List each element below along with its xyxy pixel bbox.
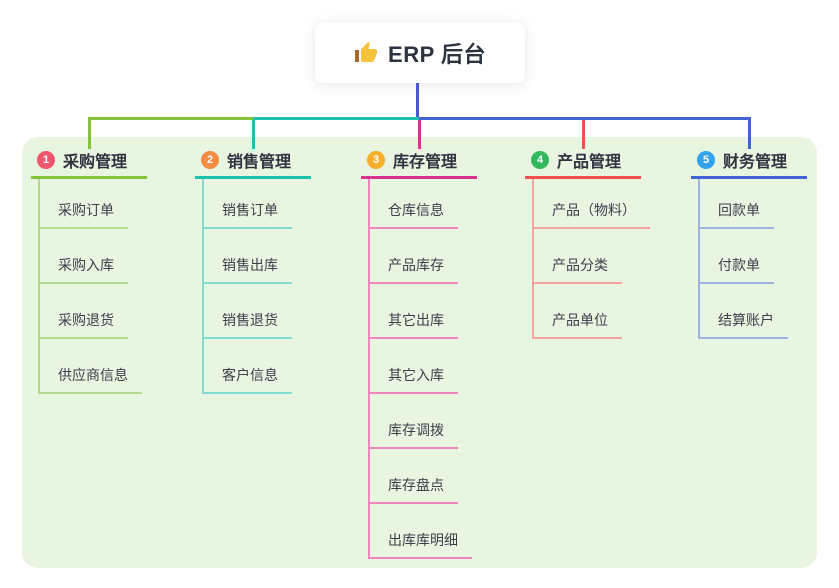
child-node-purchase-2[interactable]: 采购退货 <box>40 284 128 339</box>
child-node-purchase-1[interactable]: 采购入库 <box>40 229 128 284</box>
child-node-inventory-3[interactable]: 其它入库 <box>370 339 458 394</box>
child-node-purchase-0[interactable]: 采购订单 <box>40 179 128 229</box>
branch-label-finance: 财务管理 <box>723 154 788 171</box>
drop-line-finance <box>747 118 751 149</box>
bus-segment-mid <box>253 117 419 120</box>
drop-line-product <box>581 118 585 149</box>
branch-badge-finance: 5 <box>697 151 715 169</box>
child-node-inventory-0[interactable]: 仓库信息 <box>370 179 458 229</box>
branch-children-inventory: 仓库信息产品库存其它出库其它入库库存调拨库存盘点出库库明细 <box>368 179 472 559</box>
branch-badge-sales: 2 <box>201 151 219 169</box>
drop-line-sales <box>251 118 255 149</box>
root-connector-line <box>416 83 419 120</box>
branch-label-product: 产品管理 <box>557 154 622 171</box>
branch-label-purchase: 采购管理 <box>63 154 128 171</box>
branch-children-product: 产品（物料）产品分类产品单位 <box>532 179 650 339</box>
branch-badge-purchase: 1 <box>37 151 55 169</box>
child-node-inventory-5[interactable]: 库存盘点 <box>370 449 458 504</box>
branch-children-finance: 回款单付款单结算账户 <box>698 179 788 339</box>
root-node[interactable]: ERP 后台 <box>315 23 525 83</box>
branch-node-purchase[interactable]: 1 采购管理 <box>31 144 147 179</box>
branch-badge-product: 4 <box>531 151 549 169</box>
branch-node-finance[interactable]: 5 财务管理 <box>691 144 807 179</box>
drop-line-inventory <box>417 118 421 149</box>
child-node-sales-0[interactable]: 销售订单 <box>204 179 292 229</box>
child-node-purchase-3[interactable]: 供应商信息 <box>40 339 142 394</box>
child-node-sales-1[interactable]: 销售出库 <box>204 229 292 284</box>
branch-children-purchase: 采购订单采购入库采购退货供应商信息 <box>38 179 142 394</box>
child-node-product-1[interactable]: 产品分类 <box>534 229 622 284</box>
child-node-finance-1[interactable]: 付款单 <box>700 229 774 284</box>
branch-badge-inventory: 3 <box>367 151 385 169</box>
child-node-product-2[interactable]: 产品单位 <box>534 284 622 339</box>
bus-segment-left <box>87 117 254 120</box>
child-node-inventory-6[interactable]: 出库库明细 <box>370 504 472 559</box>
branch-node-sales[interactable]: 2 销售管理 <box>195 144 311 179</box>
child-node-sales-2[interactable]: 销售退货 <box>204 284 292 339</box>
branches-panel <box>22 137 817 568</box>
branch-label-inventory: 库存管理 <box>393 154 458 171</box>
child-node-product-0[interactable]: 产品（物料） <box>534 179 650 229</box>
branch-node-product[interactable]: 4 产品管理 <box>525 144 641 179</box>
thumbs-up-icon <box>355 42 378 62</box>
drop-line-purchase <box>87 118 91 149</box>
root-node-label: ERP 后台 <box>388 42 486 67</box>
child-node-inventory-1[interactable]: 产品库存 <box>370 229 458 284</box>
branch-children-sales: 销售订单销售出库销售退货客户信息 <box>202 179 292 394</box>
child-node-inventory-2[interactable]: 其它出库 <box>370 284 458 339</box>
bus-segment-right <box>419 117 751 120</box>
child-node-sales-3[interactable]: 客户信息 <box>204 339 292 394</box>
child-node-finance-2[interactable]: 结算账户 <box>700 284 788 339</box>
branch-node-inventory[interactable]: 3 库存管理 <box>361 144 477 179</box>
child-node-inventory-4[interactable]: 库存调拨 <box>370 394 458 449</box>
child-node-finance-0[interactable]: 回款单 <box>700 179 774 229</box>
branch-label-sales: 销售管理 <box>227 154 292 171</box>
